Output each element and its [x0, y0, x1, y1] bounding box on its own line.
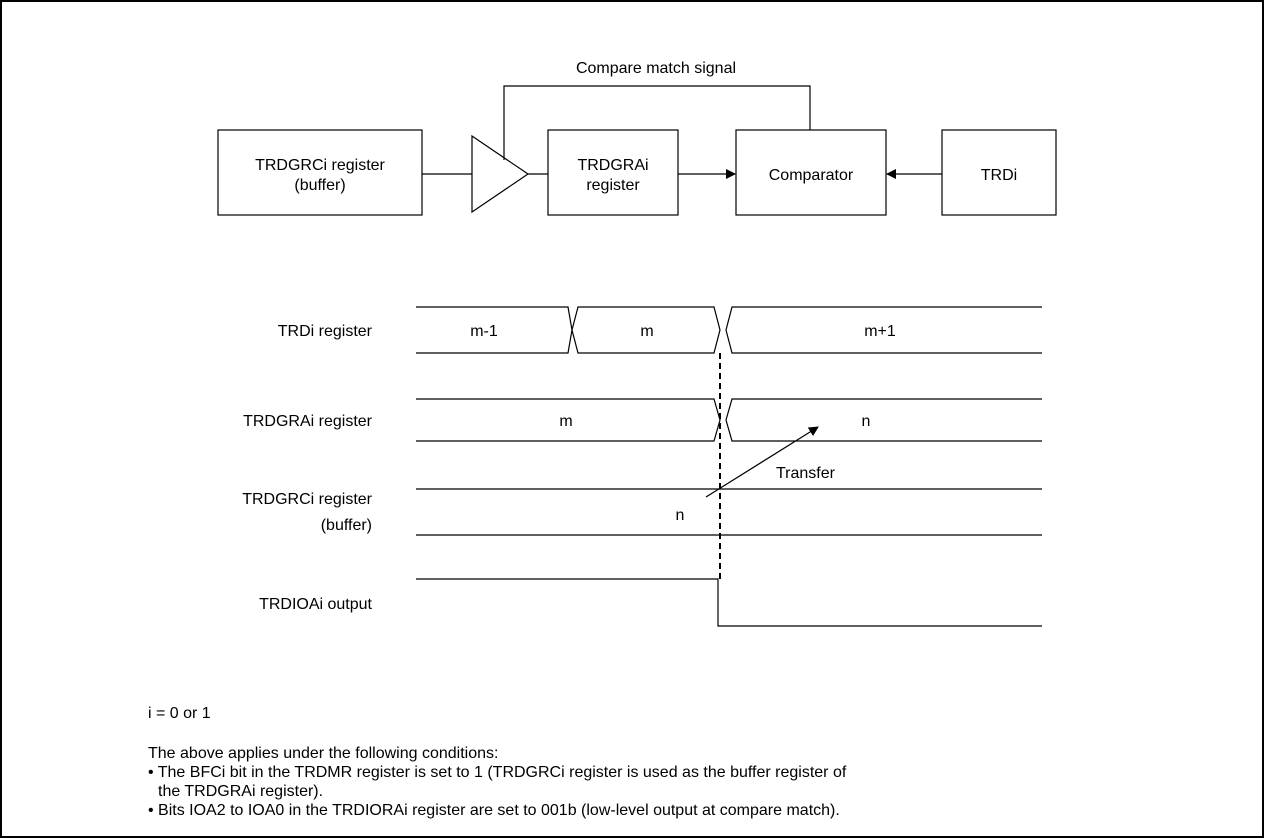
output-row-label: TRDIOAi output [259, 596, 372, 613]
block-diagram-labels: Compare match signal TRDGRCi register (b… [255, 60, 1017, 194]
figure-notes: i = 0 or 1 The above applies under the f… [148, 704, 1228, 820]
buffer-row-label-2: (buffer) [321, 517, 372, 534]
condition-bullet-2: • Bits IOA2 to IOA0 in the TRDIORAi regi… [148, 802, 840, 819]
counter-box [941, 129, 1057, 216]
buffer-box-label-1: TRDGRCi register [255, 157, 385, 174]
condition-bullet-1-cont: the TRDGRAi register). [158, 783, 324, 800]
conditions-intro: The above applies under the following co… [148, 745, 499, 762]
block-diagram [217, 85, 1057, 216]
gra-register-box [547, 129, 679, 216]
compare-match-path [503, 85, 811, 160]
buffer-waveform [416, 488, 1042, 536]
compare-match-label: Compare match signal [576, 60, 736, 77]
trdi-value-2: m [640, 323, 653, 340]
gra-waveform [416, 398, 1042, 442]
trdi-value-1: m-1 [470, 323, 498, 340]
index-note: i = 0 or 1 [148, 705, 211, 722]
gra-row-label: TRDGRAi register [243, 413, 373, 430]
gra-box-label-1: TRDGRAi [577, 157, 648, 174]
counter-label: TRDi [981, 167, 1017, 184]
timing-waveforms [416, 306, 1042, 627]
trdi-waveform [416, 306, 1042, 354]
timing-labels: TRDi register TRDGRAi register TRDGRCi r… [242, 323, 896, 613]
gra-value-1: m [559, 413, 572, 430]
gra-box-label-2: register [586, 177, 640, 194]
buffer-box-label-2: (buffer) [294, 177, 345, 194]
comparator-label: Comparator [769, 167, 854, 184]
gra-value-2: n [862, 413, 871, 430]
trdi-row-label: TRDi register [278, 323, 373, 340]
buffer-row-label-1: TRDGRCi register [242, 491, 372, 508]
transfer-label: Transfer [776, 465, 836, 482]
buffer-value: n [676, 507, 685, 524]
transfer-arrow [705, 426, 819, 498]
trdi-value-3: m+1 [864, 323, 896, 340]
output-waveform [416, 578, 1042, 627]
transfer-gate-icon [471, 134, 530, 214]
condition-bullet-1: • The BFCi bit in the TRDMR register is … [148, 764, 847, 781]
buffer-register-box [217, 129, 423, 216]
